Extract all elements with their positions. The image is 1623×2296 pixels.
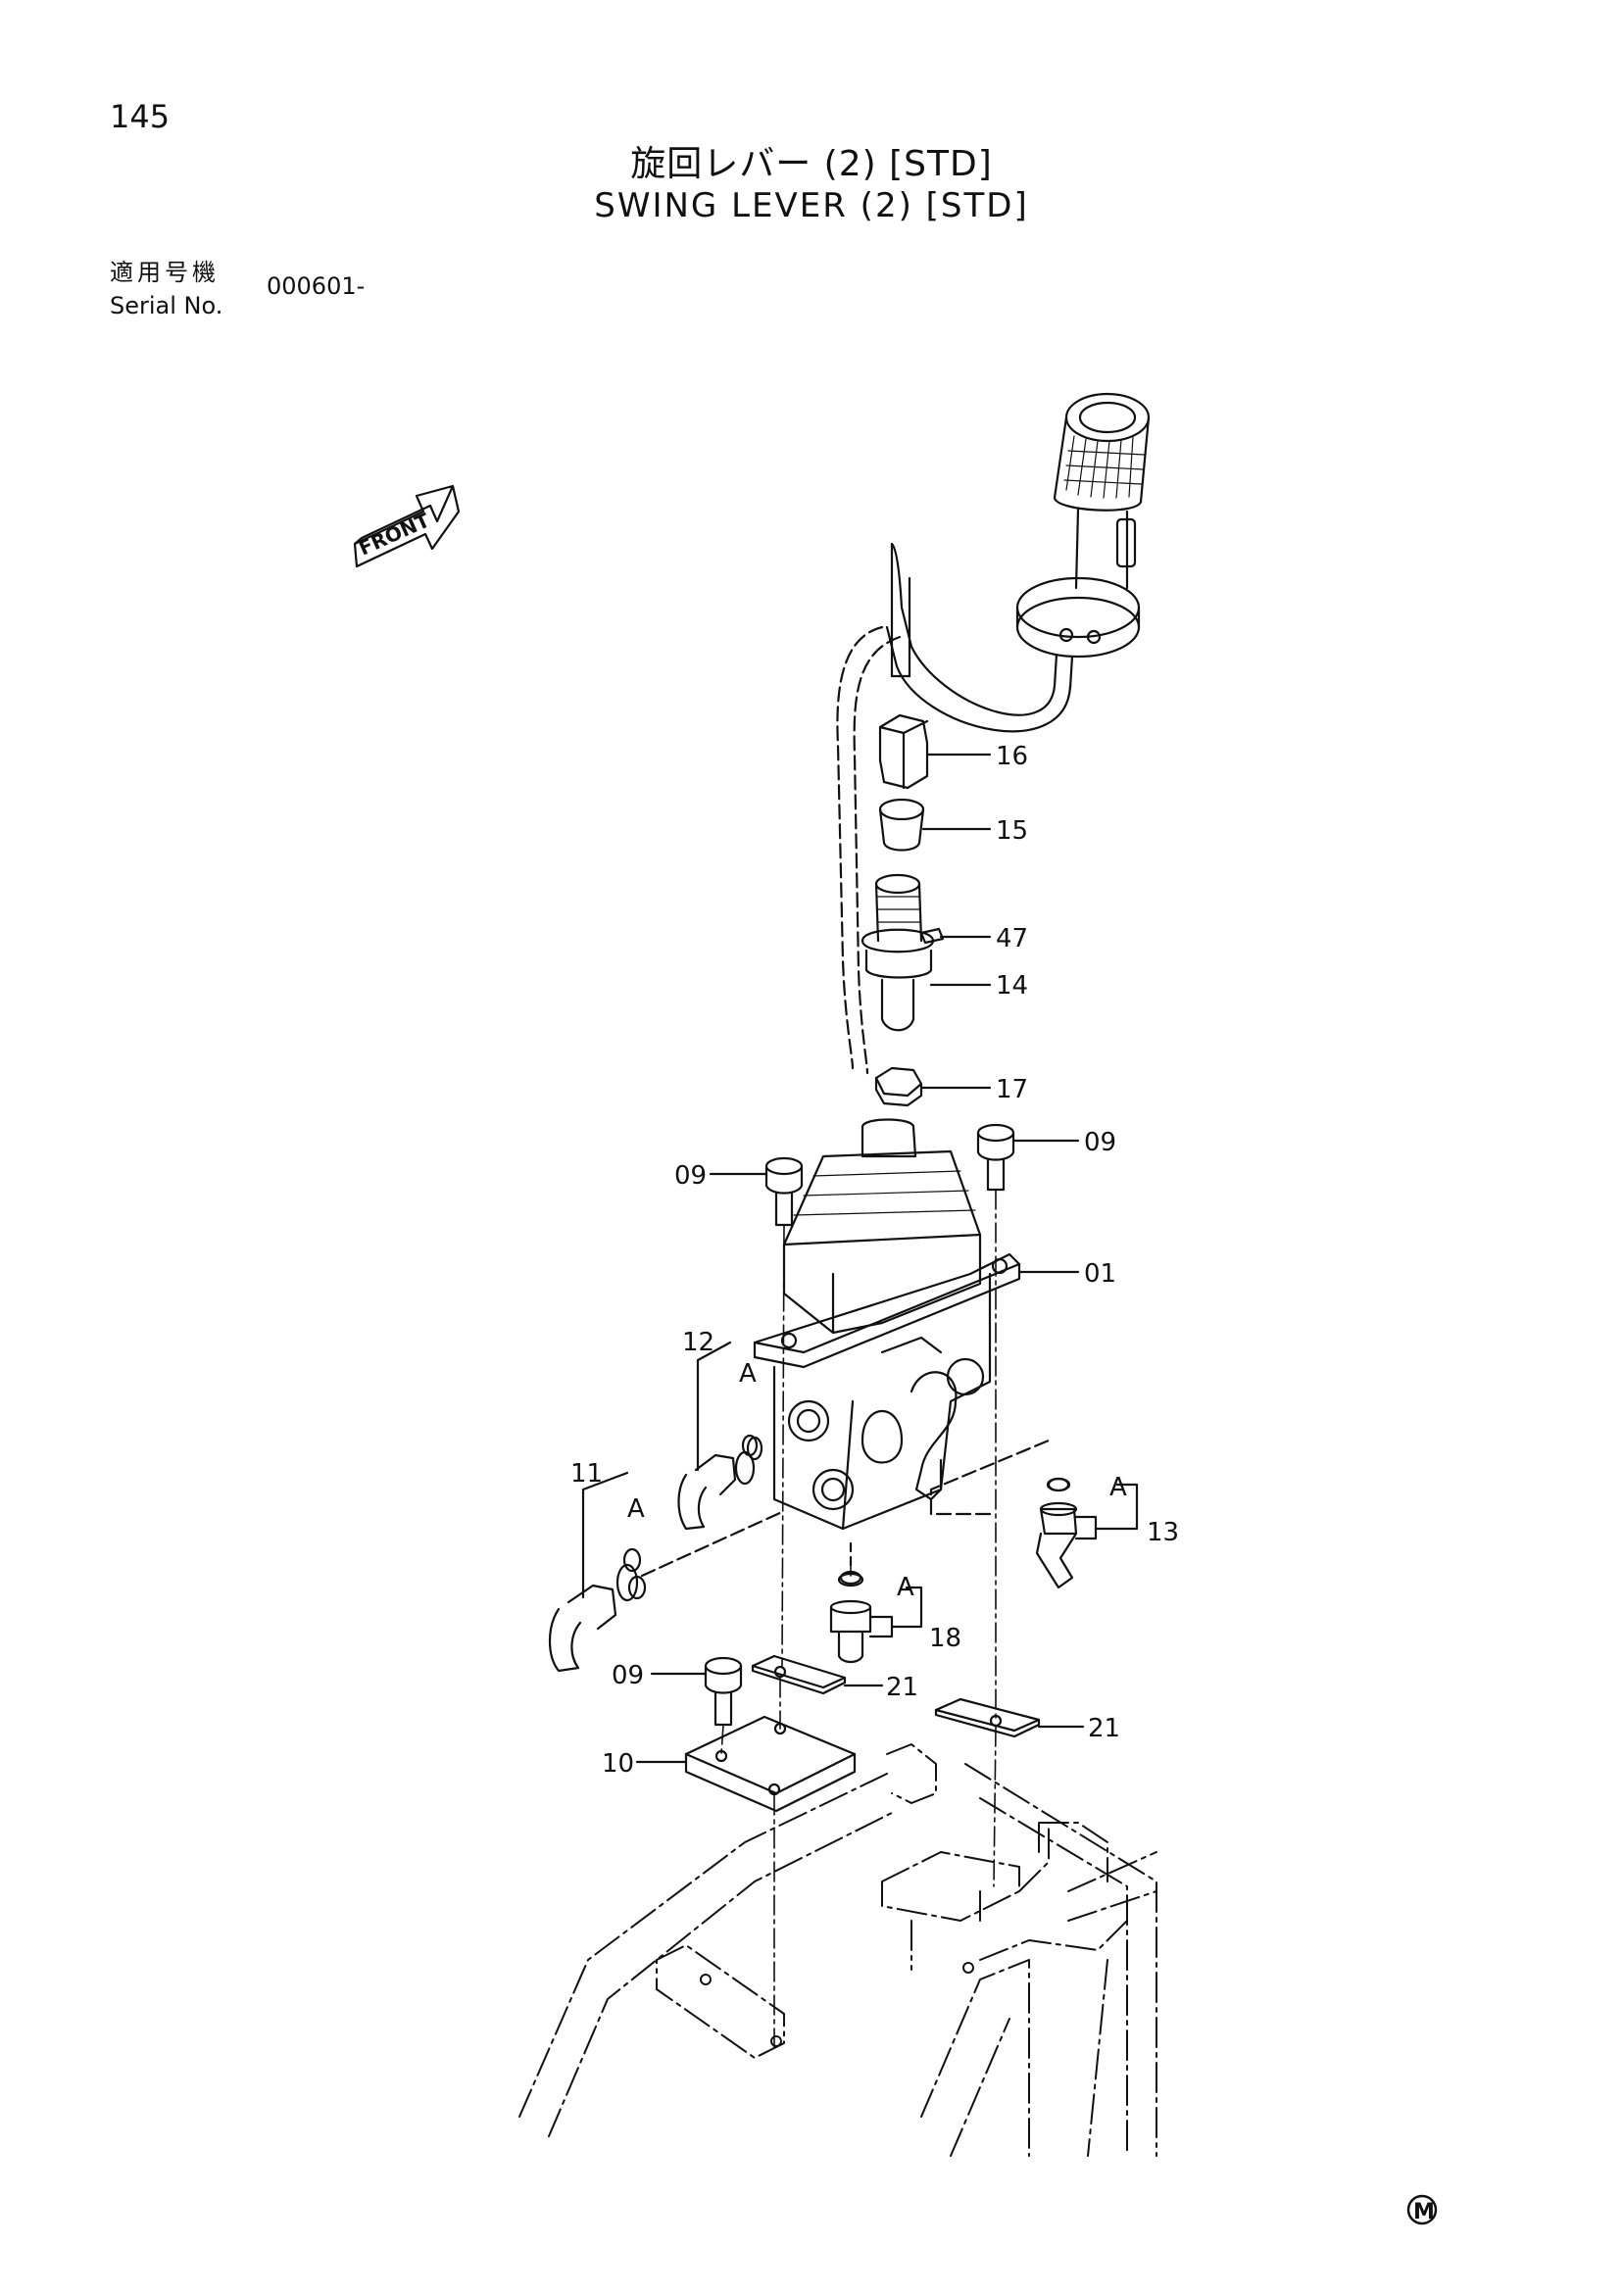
callout-21-left: 21 (886, 1673, 918, 1702)
part-18-plug (829, 1541, 923, 1664)
o-ring-a-13 (1046, 1477, 1071, 1492)
callout-a-18: A (897, 1573, 914, 1602)
callout-18: 18 (929, 1624, 961, 1653)
part-09-bolt-left (709, 1156, 804, 1227)
serial-label-english: Serial No. (110, 292, 223, 319)
console-frame (518, 1743, 1157, 2157)
part-09-bolt-bottom (650, 1656, 743, 1727)
callout-16: 16 (996, 742, 1028, 771)
part-21-shim-left (751, 1654, 884, 1695)
part-17-nut (874, 1066, 992, 1107)
part-47-clamp (919, 927, 992, 945)
callout-12: 12 (682, 1328, 714, 1357)
callout-11: 11 (570, 1459, 603, 1489)
callout-14: 14 (996, 971, 1028, 1001)
part-14-fitting (861, 873, 992, 1032)
part-16-nut (878, 713, 992, 790)
m-mark-label: M (1413, 2200, 1435, 2224)
callout-09-right: 09 (1084, 1128, 1116, 1157)
hose (836, 542, 1072, 1075)
part-21-shim-right (934, 1697, 1085, 1738)
m-mark-icon: M (1406, 2194, 1438, 2225)
part-13-elbow (929, 1439, 1139, 1589)
callout-09-left: 09 (674, 1161, 707, 1191)
front-arrow-icon: FRONT (353, 484, 461, 568)
callout-01: 01 (1084, 1259, 1116, 1289)
part-01-pilot-valve (753, 1118, 1080, 1531)
page-number: 145 (110, 98, 171, 135)
callout-47: 47 (996, 924, 1028, 953)
o-ring-a-12 (746, 1436, 763, 1461)
page-title-japanese: 旋回レバー (2) [STD] (630, 144, 993, 184)
callout-15: 15 (996, 816, 1028, 846)
lever-grip (1015, 392, 1151, 690)
callout-17: 17 (996, 1075, 1028, 1104)
front-label: FRONT (355, 508, 433, 560)
o-ring-a-11 (627, 1575, 647, 1600)
part-10-plate (635, 1715, 857, 1813)
callout-a-11: A (627, 1494, 645, 1524)
callout-a-13: A (1109, 1473, 1127, 1502)
part-15-sleeve (878, 798, 992, 852)
page-title-english: SWING LEVER (2) [STD] (594, 186, 1029, 225)
serial-label-japanese: 適用号機 (110, 259, 220, 286)
serial-number: 000601- (267, 272, 366, 300)
callout-13: 13 (1147, 1518, 1179, 1547)
callout-21-right: 21 (1088, 1714, 1120, 1743)
callout-a-12: A (739, 1359, 757, 1389)
part-11-elbow (549, 1471, 786, 1673)
callout-09-bottom: 09 (612, 1661, 644, 1690)
callout-10: 10 (602, 1749, 634, 1779)
part-09-bolt-right (976, 1123, 1080, 1192)
